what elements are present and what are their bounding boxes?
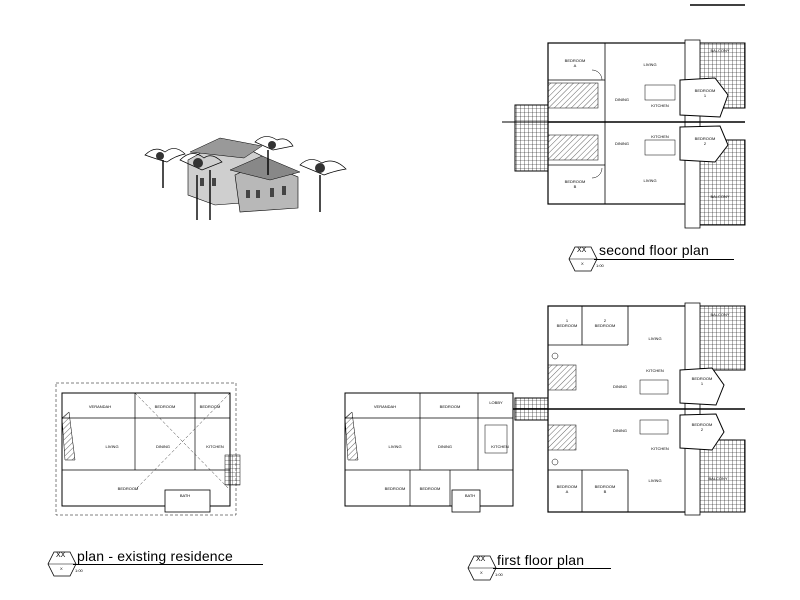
ex-room-living: LIVING	[105, 444, 118, 449]
perspective-sketch	[144, 136, 347, 220]
hex-label-top: XX	[577, 247, 587, 254]
caption-existing-residence: XX X plan - existing residence 1:00	[47, 543, 267, 579]
hex-label-top: XX	[476, 556, 486, 563]
ff-room-kitchen-1: KITCHEN	[646, 368, 664, 373]
ex-room-kitchen: KITCHEN	[206, 444, 224, 449]
caption-scale: 1:00	[75, 568, 83, 573]
existing-residence-plan: VERANDAH BEDROOM BEDROOM LIVING DINING K…	[55, 382, 241, 516]
first-floor-plan: VERANDAH BEDROOM LOBBY LIVING DINING KIT…	[344, 302, 746, 516]
hex-label-bottom: X	[480, 570, 483, 575]
caption-underline	[594, 259, 734, 260]
ff-room-lobby: LOBBY	[489, 400, 503, 405]
sf-room-kitchen-b: KITCHEN	[651, 134, 669, 139]
ff-room-balcony-1: BALCONY	[710, 312, 729, 317]
sf-room-living-a: LIVING	[643, 62, 656, 67]
hex-label-bottom: X	[60, 566, 63, 571]
ff-room-bedroom-b: BEDROOM	[385, 486, 406, 491]
caption-title: plan - existing residence	[77, 548, 233, 564]
ex-room-bath: BATH	[180, 493, 190, 498]
ff-room-kitchen-2: KITCHEN	[651, 446, 669, 451]
caption-scale: 1:00	[495, 572, 503, 577]
sf-room-dining-a: DINING	[615, 97, 629, 102]
ex-room-bedroom-a: BEDROOM	[155, 404, 176, 409]
ff-room-dining-2: DINING	[613, 428, 627, 433]
hex-label-top: XX	[56, 552, 66, 559]
ex-room-bedroom-c: BEDROOM	[118, 486, 139, 491]
ff-room-kitchen-a: KITCHEN	[491, 444, 509, 449]
ff-room-living-2: LIVING	[648, 478, 661, 483]
caption-underline	[493, 568, 611, 569]
sf-room-living-b: LIVING	[643, 178, 656, 183]
ex-room-dining: DINING	[156, 444, 170, 449]
sf-room-dining-b: DINING	[615, 141, 629, 146]
ff-room-living-a: LIVING	[388, 444, 401, 449]
caption-first-floor: XX X first floor plan 1:00	[467, 549, 617, 585]
title-hex-icon	[467, 555, 497, 581]
caption-scale: 1:00	[596, 263, 604, 268]
hex-label-bottom: X	[581, 261, 584, 266]
sf-room-balcony-1: BALCONY	[710, 48, 729, 53]
sf-room-kitchen-a: KITCHEN	[651, 103, 669, 108]
caption-underline	[73, 564, 263, 565]
ff-room-verandah: VERANDAH	[374, 404, 396, 409]
ex-room-verandah: VERANDAH	[89, 404, 111, 409]
caption-second-floor: XX X second floor plan 1:00	[568, 236, 738, 272]
ff-room-living-1: LIVING	[648, 336, 661, 341]
caption-title: second floor plan	[599, 242, 710, 258]
caption-title: first floor plan	[497, 552, 585, 568]
ff-room-dining-a: DINING	[438, 444, 452, 449]
title-hex-icon	[47, 551, 77, 577]
ff-room-bedroom-c: BEDROOM	[420, 486, 441, 491]
ex-room-bedroom-b: BEDROOM	[200, 404, 221, 409]
title-hex-icon	[568, 246, 598, 272]
ff-room-bedroom-a: BEDROOM	[440, 404, 461, 409]
ff-room-dining-1: DINING	[613, 384, 627, 389]
sf-room-balcony-2: BALCONY	[710, 194, 729, 199]
ff-room-bath: BATH	[465, 493, 475, 498]
ff-room-balcony-2: BALCONY	[708, 476, 727, 481]
